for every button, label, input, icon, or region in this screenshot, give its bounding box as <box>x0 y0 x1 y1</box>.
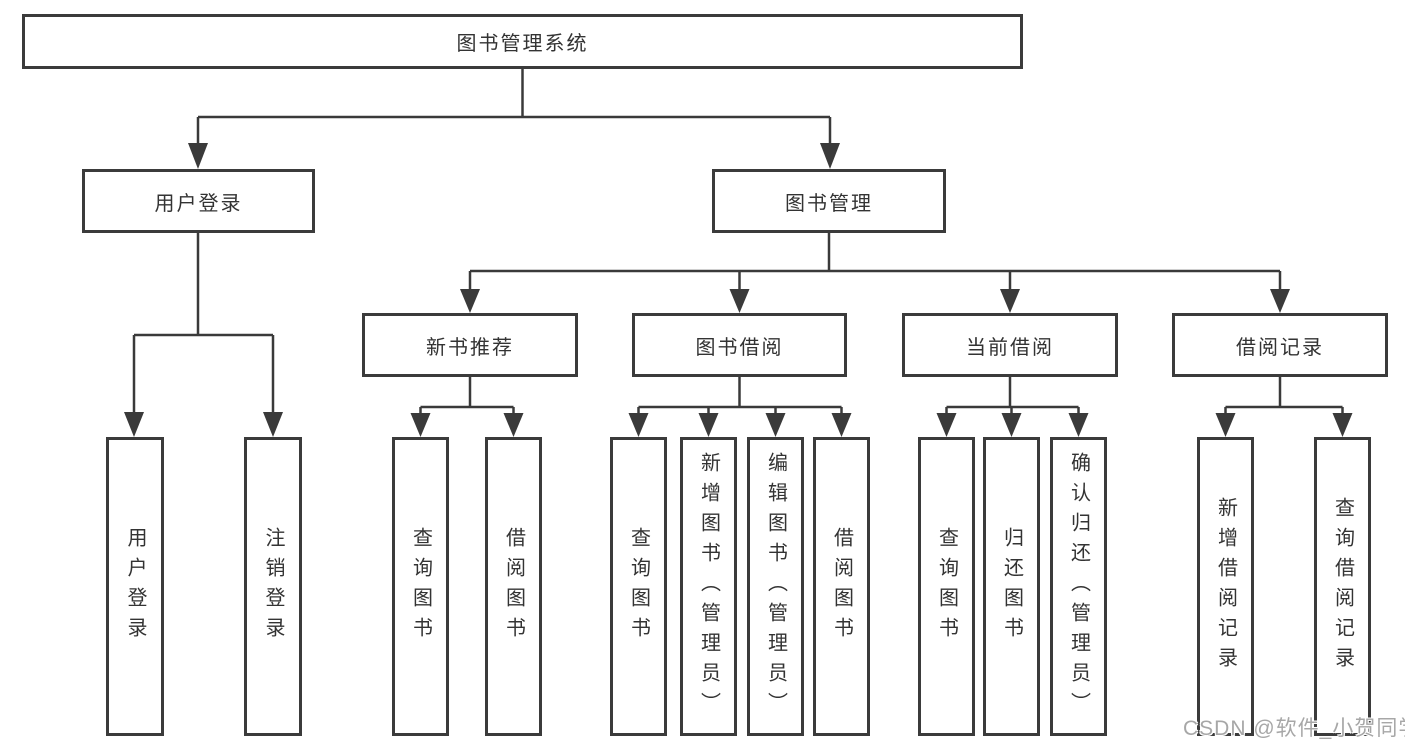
node-label: 借阅记录 <box>1236 336 1324 359</box>
node-new-book-recommendation: 新书推荐 <box>362 313 578 377</box>
node-label: 借阅图书 <box>830 526 853 647</box>
node-label: 图书管理系统 <box>456 33 589 55</box>
leaf-edit-books-admin: 编辑图书（管理员） <box>747 437 804 736</box>
node-book-borrowing: 图书借阅 <box>632 313 847 377</box>
leaf-query-books-current: 查询图书 <box>918 437 975 736</box>
node-label: 编辑图书（管理员） <box>764 451 787 722</box>
leaf-query-books-recommend: 查询图书 <box>392 437 449 736</box>
node-label: 确认归还（管理员） <box>1067 451 1090 722</box>
connector-bookmgmt-to-level3 <box>460 233 1290 313</box>
leaf-confirm-return-admin: 确认归还（管理员） <box>1050 437 1107 736</box>
leaf-borrow-books-recommend: 借阅图书 <box>485 437 542 736</box>
leaf-user-login: 用户登录 <box>106 437 164 736</box>
node-label: 新增图书（管理员） <box>697 451 720 722</box>
leaf-query-books-borrowing: 查询图书 <box>610 437 667 736</box>
connector-root-to-level2 <box>188 69 840 169</box>
node-label: 查询图书 <box>627 526 650 647</box>
node-library-management-system: 图书管理系统 <box>22 14 1023 69</box>
node-label: 新书推荐 <box>426 336 514 359</box>
csdn-watermark: CSDN @软件_小贺同学 <box>1183 717 1405 740</box>
node-label: 借阅图书 <box>502 526 525 647</box>
node-label: 查询图书 <box>935 526 958 647</box>
leaf-logout: 注销登录 <box>244 437 302 736</box>
node-user-login: 用户登录 <box>82 169 315 233</box>
node-label: 当前借阅 <box>966 336 1054 359</box>
leaf-query-borrow-record: 查询借阅记录 <box>1314 437 1371 736</box>
node-book-management: 图书管理 <box>712 169 946 233</box>
connector-currentborrow-to-leaves <box>936 377 1089 437</box>
node-label: 图书管理 <box>785 192 873 215</box>
node-label: 新增借阅记录 <box>1214 496 1237 677</box>
node-current-borrowing: 当前借阅 <box>902 313 1118 377</box>
leaf-add-borrow-record: 新增借阅记录 <box>1197 437 1254 736</box>
node-label: 注销登录 <box>262 526 284 647</box>
node-label: 用户登录 <box>154 192 243 215</box>
node-borrowing-records: 借阅记录 <box>1172 313 1388 377</box>
leaf-return-books: 归还图书 <box>983 437 1040 736</box>
node-label: 归还图书 <box>1000 526 1023 647</box>
connector-userlogin-to-leaves <box>124 233 283 437</box>
node-label: 用户登录 <box>124 526 146 647</box>
connector-newbookrec-to-leaves <box>410 377 524 437</box>
connector-bookborrow-to-leaves <box>628 377 852 437</box>
leaf-borrow-books-borrowing: 借阅图书 <box>813 437 870 736</box>
node-label: 查询图书 <box>409 526 432 647</box>
leaf-add-books-admin: 新增图书（管理员） <box>680 437 737 736</box>
connector-borrowrecords-to-leaves <box>1215 377 1353 437</box>
node-label: 图书借阅 <box>695 336 784 359</box>
node-label: 查询借阅记录 <box>1331 496 1354 677</box>
